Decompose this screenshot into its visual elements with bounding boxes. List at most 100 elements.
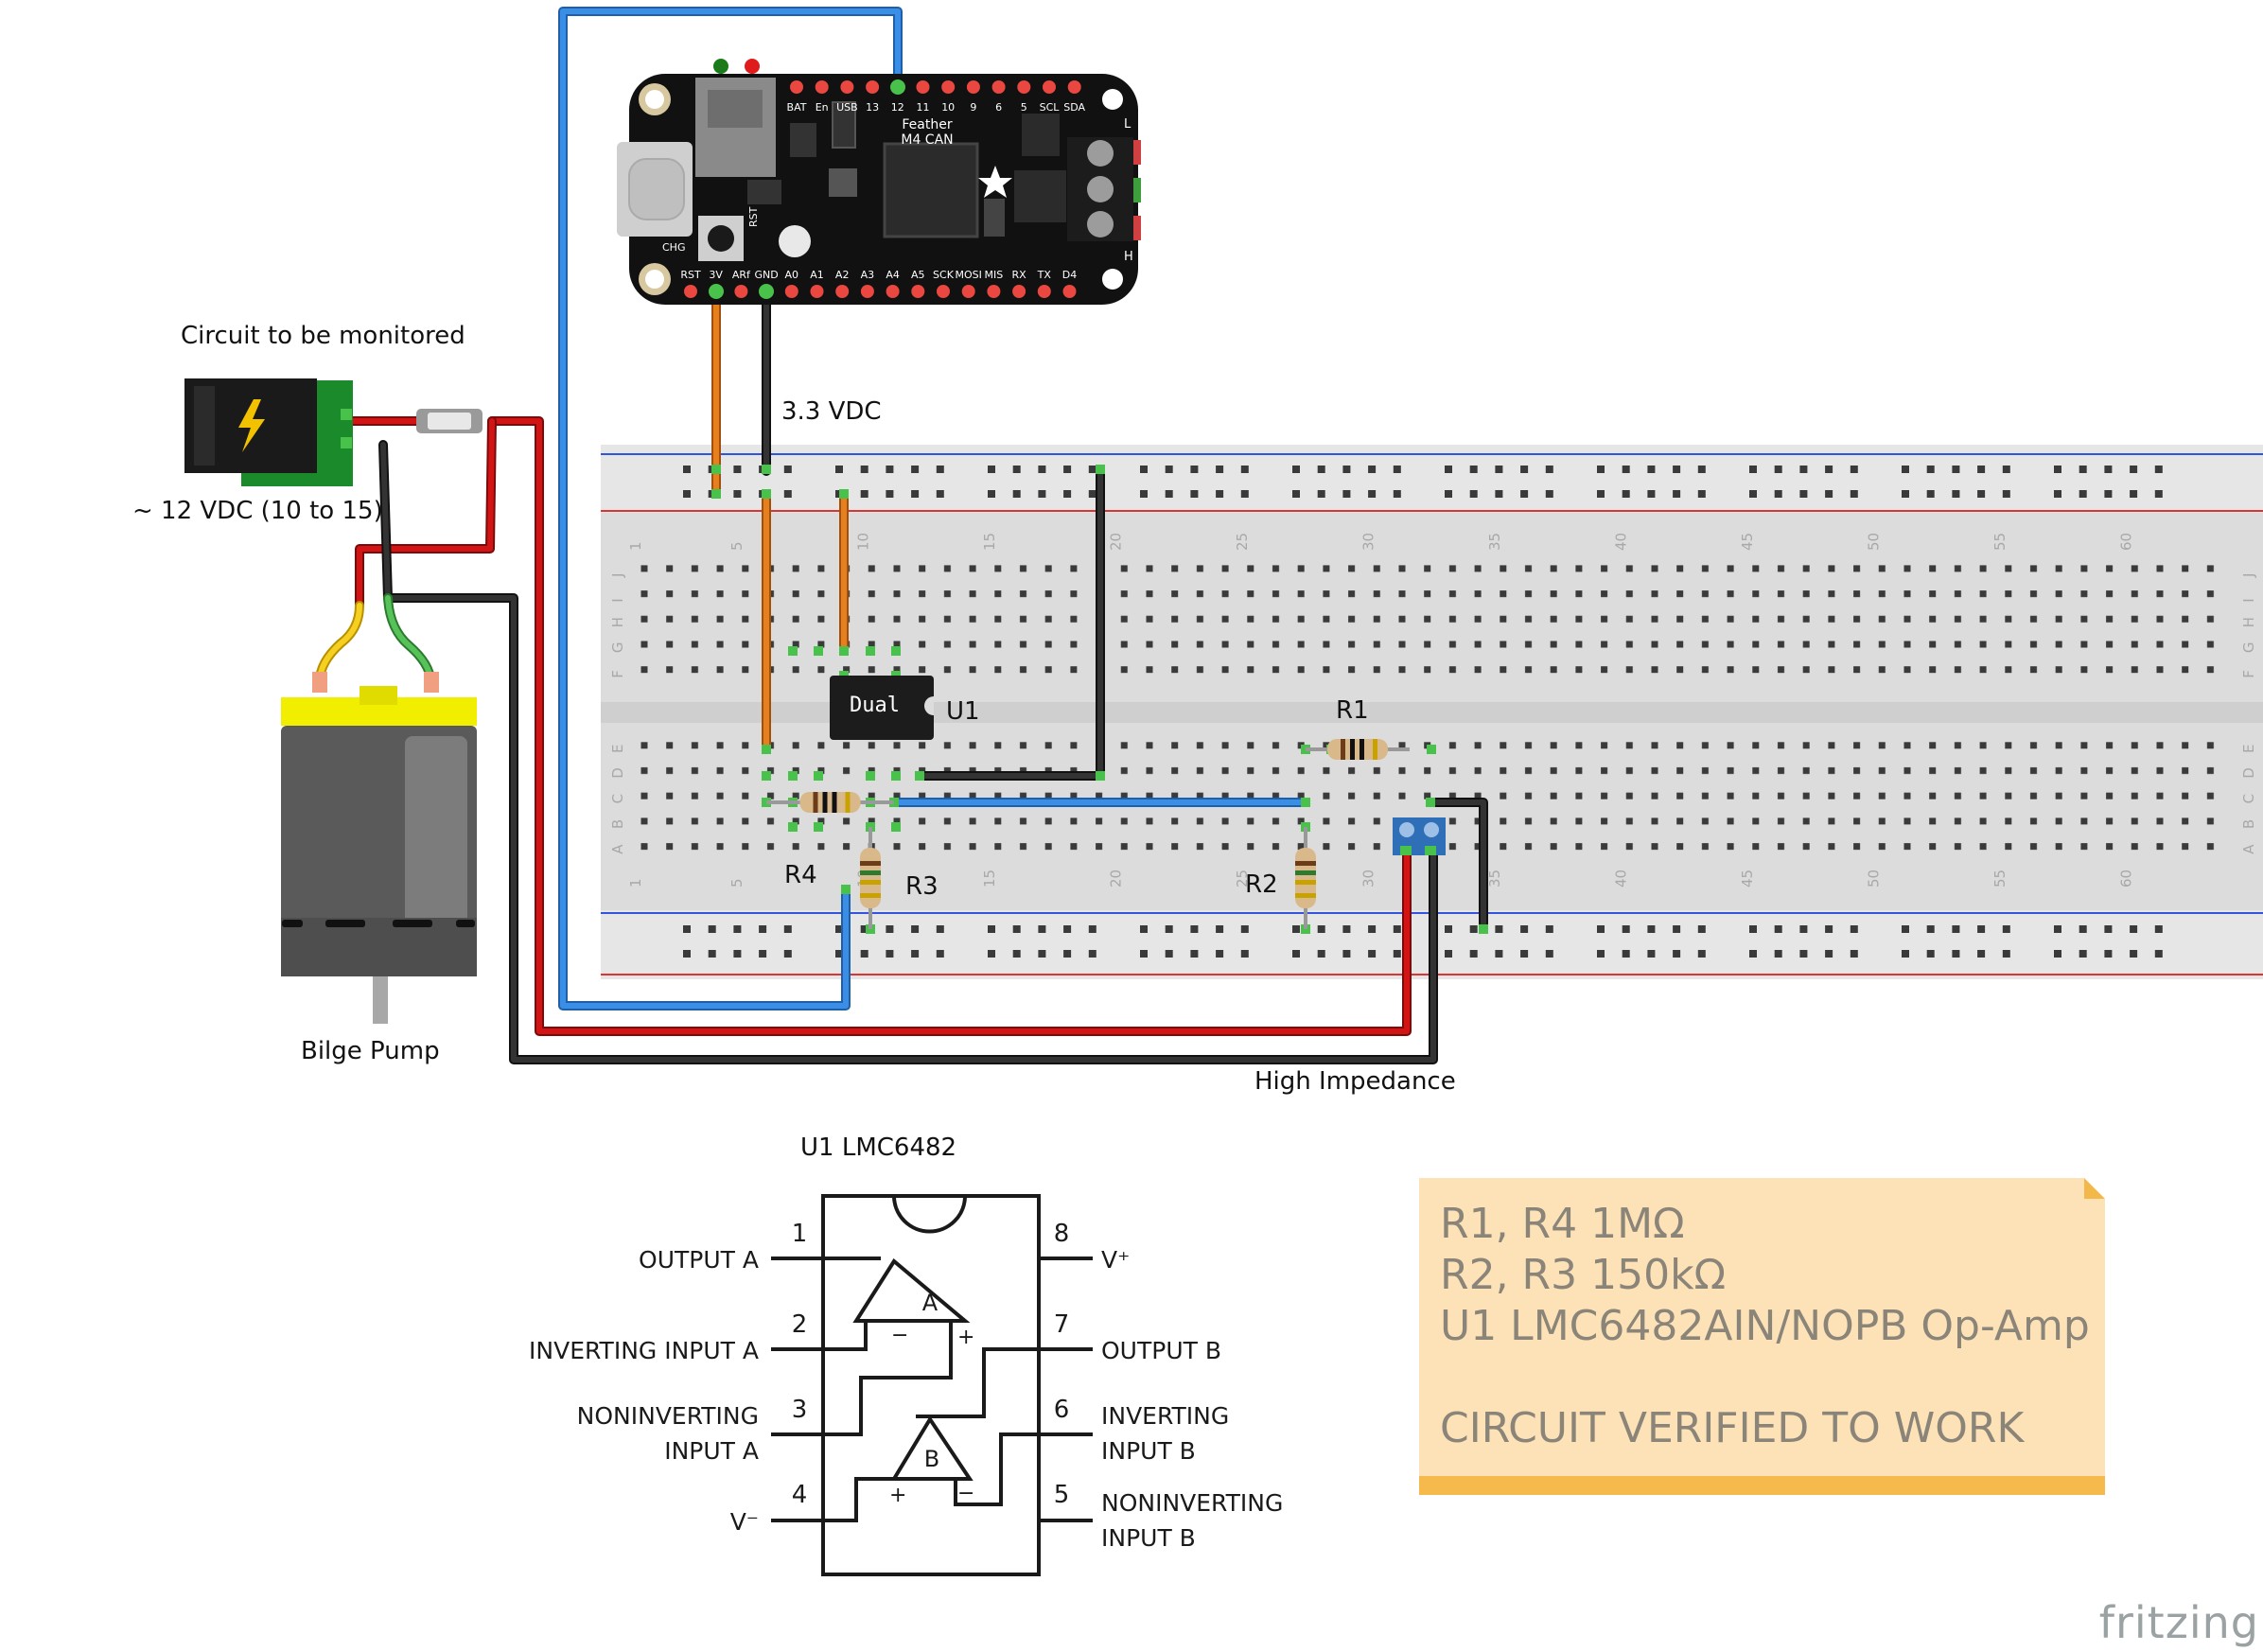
pin-number: 2: [792, 1310, 808, 1339]
feather-bottom-pin-label: GND: [754, 269, 778, 281]
feather-top-pin-label: 11: [917, 101, 930, 114]
feather-bottom-pin: [987, 285, 1001, 298]
feather-rst-label: RST: [747, 206, 760, 227]
column-number: 50: [1865, 870, 1882, 888]
lmc6482-pinout-diagram: [771, 1194, 1093, 1576]
column-number: 1: [627, 878, 644, 888]
dc-power-jack: [184, 378, 353, 486]
feather-top-pin-label: 9: [970, 101, 976, 114]
column-number: 35: [1486, 533, 1503, 551]
row-letter: A: [2240, 844, 2257, 854]
feather-bottom-pin-label: A2: [835, 269, 850, 281]
label-bilge-pump: Bilge Pump: [301, 1037, 440, 1065]
label-u1-lmc6482: U1 LMC6482: [800, 1134, 957, 1162]
label-u1: U1: [946, 697, 980, 726]
pin-number: 4: [792, 1481, 808, 1509]
microcontroller-chip: [883, 142, 979, 238]
feather-bottom-pin: [886, 285, 900, 298]
inline-fuse: [416, 409, 482, 433]
amp-b-minus: −: [957, 1482, 974, 1505]
feather-bottom-pin-label: RX: [1012, 269, 1027, 281]
feather-top-pin: [815, 80, 829, 94]
feather-bottom-pin-label: 3V: [709, 269, 723, 281]
feather-name-line1: Feather: [902, 117, 952, 132]
column-number: 30: [1360, 870, 1377, 888]
pin-label: NONINVERTING: [1101, 1489, 1283, 1517]
feather-bottom-pin: [1062, 285, 1077, 298]
label-logic-voltage: 3.3 VDC: [781, 397, 882, 426]
note-footer-bar: [1419, 1476, 2105, 1495]
column-number: 25: [1234, 870, 1251, 888]
pin-label: INPUT B: [1101, 1524, 1196, 1552]
feather-bottom-pin: [961, 285, 975, 298]
feather-top-pin: [840, 80, 854, 94]
pin-label: OUTPUT A: [639, 1246, 759, 1274]
column-number: 45: [1739, 533, 1756, 551]
column-number: 35: [1486, 870, 1503, 888]
resistor-r4: [766, 792, 894, 813]
column-number: 10: [854, 533, 871, 551]
chip-dual-label: Dual: [850, 694, 900, 717]
column-number: 60: [2117, 870, 2134, 888]
row-letter: I: [2240, 598, 2257, 602]
neopixel: [779, 225, 811, 257]
column-number: 1: [627, 541, 644, 551]
pin-number: 5: [1054, 1481, 1070, 1509]
feather-chg-label: CHG: [662, 241, 685, 254]
feather-bottom-pin-label: MIS: [985, 269, 1004, 281]
row-letter: F: [2240, 670, 2257, 678]
feather-bottom-pin-label: MOSI: [956, 269, 982, 281]
pin-number: 6: [1054, 1396, 1070, 1424]
feather-bottom-pin-label: A4: [886, 269, 900, 281]
feather-top-pin-label: USB: [836, 101, 858, 114]
row-letter: B: [609, 819, 626, 829]
label-r3: R3: [905, 872, 939, 901]
column-number: 55: [1991, 533, 2009, 551]
wire-green-motor[interactable]: [383, 593, 435, 686]
feather-bottom-pin: [1037, 285, 1051, 298]
feather-top-pin: [1017, 80, 1031, 94]
high-impedance-screw-terminal: [1393, 817, 1446, 855]
amp-a-plus: +: [957, 1326, 974, 1349]
column-number: 45: [1739, 870, 1756, 888]
pin-label: INPUT B: [1101, 1437, 1196, 1465]
resistor-r2: [1295, 827, 1316, 929]
amp-a-label: A: [922, 1290, 939, 1316]
feather-top-pin: [1067, 80, 1081, 94]
feather-top-pin: [790, 80, 803, 94]
feather-bottom-pin: [684, 285, 697, 298]
row-letter: G: [2240, 641, 2257, 653]
feather-bottom-pin-label: SCK: [933, 269, 955, 281]
label-circuit-to-be-monitored: Circuit to be monitored: [181, 322, 465, 350]
feather-bottom-pin: [1012, 285, 1026, 298]
label-r2: R2: [1245, 870, 1278, 899]
label-r4: R4: [784, 861, 817, 889]
feather-top-pin-label: En: [816, 101, 829, 114]
row-letter: I: [609, 598, 626, 602]
resistor-r1: [1306, 739, 1410, 760]
row-letter: B: [2240, 819, 2257, 829]
feather-top-pin: [1043, 80, 1056, 94]
feather-top-pin-label: 12: [891, 101, 904, 114]
pin-number: 7: [1054, 1310, 1070, 1339]
pin-label: V⁺: [1101, 1246, 1130, 1274]
row-letter: G: [609, 641, 626, 653]
pin-label: INPUT A: [664, 1437, 759, 1465]
feather-bottom-pin: [937, 285, 950, 298]
feather-bottom-pin-label: A0: [785, 269, 799, 281]
feather-top-pin: [966, 80, 980, 94]
column-number: 5: [728, 878, 746, 888]
feather-top-pin: [991, 80, 1006, 94]
row-letter: F: [609, 670, 626, 678]
adafruit-logo-icon: [978, 166, 1012, 198]
feather-top-pin: [916, 80, 930, 94]
feather-bottom-pin-label: TX: [1037, 269, 1052, 281]
column-number: 25: [1234, 533, 1251, 551]
lightning-bolt-icon: [238, 399, 265, 452]
feather-bottom-pin: [784, 285, 798, 298]
column-number: 5: [728, 541, 746, 551]
row-letter: C: [2240, 794, 2257, 803]
u1-dual-opamp-chip: Dual: [830, 676, 934, 740]
row-letter: H: [2240, 617, 2257, 627]
